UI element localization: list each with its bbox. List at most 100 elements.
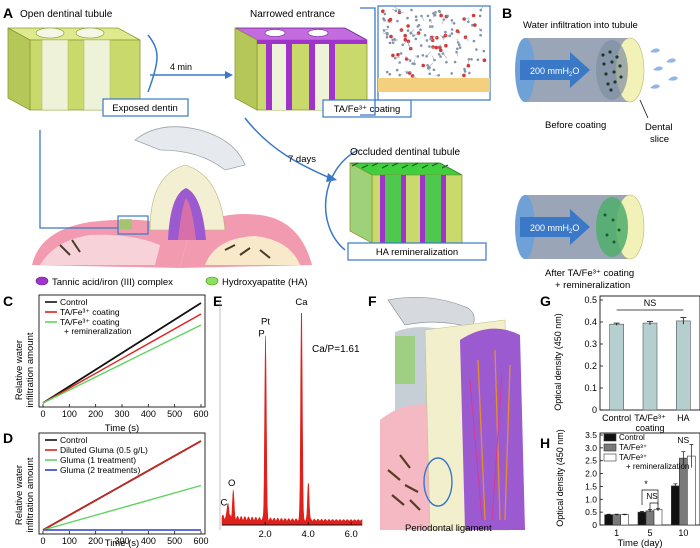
c-xlabel: Time (s) [105,423,139,434]
bracket-arc-1 [147,34,158,93]
ta-atom [442,18,446,21]
ta-bond [410,28,415,34]
h-legend-label-cont: + remineralization [626,462,689,471]
h-legend-label: TA/Fe³⁺ [619,453,647,462]
c-ylabel-line2: infiltration amount [25,332,36,407]
e-spectrum [221,313,363,526]
d-xtick-label: 300 [114,536,129,546]
ta-bond [426,51,432,57]
occluded-dentin-block [349,162,463,244]
molecular-network [377,5,491,101]
ta-atom [429,25,432,28]
h-ytick-label: 3.0 [585,443,597,453]
ta-bond [404,71,408,73]
ta-atom [467,58,471,61]
h-category-label: 10 [678,528,688,538]
panel-g: G Optical density (450 nm) 00.10.20.30.4… [540,293,700,433]
e-xtick-label: 6.0 [345,529,358,540]
ta-atom [421,54,425,57]
ta-bond [451,29,454,31]
ta-atom [423,34,427,37]
g-ytick-label: 0.3 [584,339,597,349]
g-ytick-label: 0.1 [584,383,597,393]
ta-bond [430,38,435,41]
ta-atom [471,23,474,27]
h-legend-swatch [603,433,617,442]
g-ylabel: Optical density (450 nm) [553,313,563,411]
c-legend-label: TA/Fe³⁺ coating [60,307,120,317]
e-peak-label-ca: Ca [295,297,308,308]
d-xtick-label: 0 [40,536,45,546]
panel-letter-g: G [540,293,551,309]
fe-atom [439,13,443,18]
fe-atom [381,9,385,13]
ta-bond [421,15,425,22]
ta-bond [409,72,412,74]
h-bar [637,511,647,526]
ta-atom [410,8,413,12]
dental-slice-pointer [639,99,649,119]
ta-atom [463,67,466,71]
ta-bond [429,20,433,24]
ta-atom [482,49,486,53]
g-bar [642,322,658,411]
ta-bond [456,52,459,57]
fe-atom [391,53,395,58]
d-legend-label: Gluma (1 treatment) [60,455,136,465]
panel-letter-a: A [3,5,13,21]
ta-atom [426,14,430,18]
c-legend-label: TA/Fe³⁺ coating [60,317,120,327]
ta-bond [398,53,402,56]
fe-atom [434,45,439,50]
d-ylabel-line1: Relative water [14,465,25,525]
coating-box [322,99,412,118]
arrowhead-4min [225,71,233,79]
ta-bond [439,44,442,48]
ta-atom [437,9,441,13]
d-xtick-label: 100 [62,536,77,546]
ta-atom [439,55,442,58]
h-ytick-label: 0 [592,520,597,530]
ta-bond [442,36,445,41]
h-bar [620,514,629,526]
h-sig-bracket-2 [649,502,659,511]
e-xtick-label: 4.0 [302,529,315,540]
after-label-1: After TA/Fe³⁺ coating [545,268,634,279]
exposed-dentin-box [102,98,189,117]
g-ytick-label: 0 [592,405,597,415]
g-bar [676,320,691,411]
ta-bond [399,74,403,76]
ta-bond [383,28,389,31]
h-category-label: 5 [647,528,652,538]
ta-atom [425,39,429,42]
ta-bond [442,53,448,59]
g-sig-label: NS [644,298,657,308]
fe-atom [403,33,408,38]
h-ytick-label: 1.0 [585,494,597,504]
h-ytick-label: 3.5 [585,430,597,440]
h-legend-label: TA/Fe³⁺ [619,443,647,452]
ta-bond [440,35,444,38]
fe-atom [482,58,487,62]
h-legend-label: Control [619,433,645,442]
h-sig-bracket-1 [641,489,659,505]
ta-atom [450,32,454,35]
fe-atom [389,34,393,39]
c-xtick-label: 0 [40,409,45,419]
panel-b: B Water infiltration into tubule 200 mmH… [502,5,678,291]
h-ylabel: Optical density (450 nm) [555,429,565,527]
d-xtick-label: 200 [88,536,103,546]
d-xtick-label: 400 [141,536,156,546]
fe-atom [471,13,476,18]
fe-atom [462,73,466,78]
ta-bond [431,55,435,61]
g-category-label: TA/Fe³⁺ [634,413,666,423]
d-legend-label: Diluted Gluma (0.5 g/L) [60,445,148,455]
ta-atom [453,60,457,64]
coated-dentin-block [234,27,368,111]
panel-a: A Open dentinal tubule Exposed dentin 4 … [3,5,491,288]
